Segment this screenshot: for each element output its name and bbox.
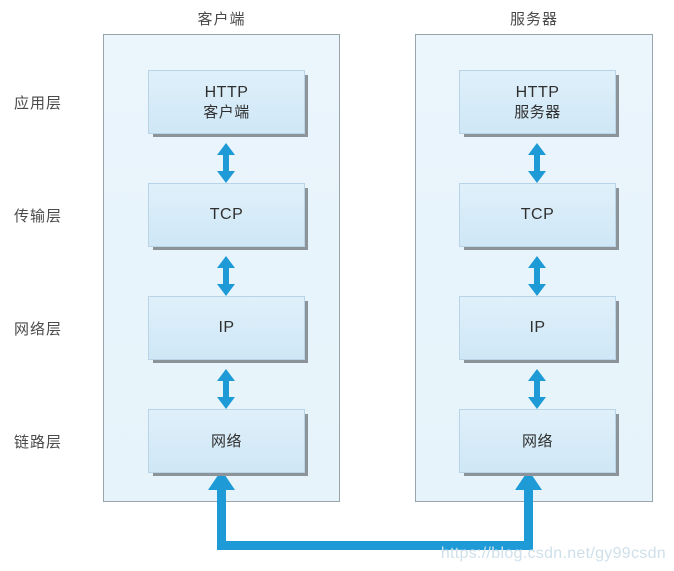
server-box-http-line1: HTTP (515, 83, 560, 101)
server-box-network[interactable]: 网络 (459, 409, 616, 473)
server-box-http-line2: 服务器 (514, 102, 561, 121)
server-box-tcp[interactable]: TCP (459, 183, 616, 247)
server-box-tcp-line1: TCP (520, 206, 555, 223)
client-arrow-network-link (215, 369, 237, 409)
client-box-network-line1: 网络 (210, 431, 242, 450)
client-box-tcp-line1: TCP (209, 206, 244, 223)
client-arrow-app-transport (215, 143, 237, 183)
client-arrow-transport-network (215, 256, 237, 296)
watermark-text: https://blog.csdn.net/gy99csdn (440, 545, 666, 562)
layer-label-network: 网络层 (14, 320, 63, 338)
server-arrow-transport-network (526, 256, 548, 296)
client-box-http[interactable]: HTTP 客户端 (148, 70, 305, 134)
layer-label-transport: 传输层 (14, 207, 63, 225)
layer-label-link: 链路层 (14, 433, 63, 451)
layer-label-application: 应用层 (14, 94, 63, 112)
client-box-tcp[interactable]: TCP (148, 183, 305, 247)
physical-link-connector (195, 470, 570, 560)
client-box-http-line2: 客户端 (203, 102, 250, 121)
server-column-title: 服务器 (509, 10, 558, 28)
client-box-ip-line1: IP (218, 319, 235, 336)
server-arrow-network-link (526, 369, 548, 409)
server-arrow-app-transport (526, 143, 548, 183)
client-box-http-line1: HTTP (204, 83, 249, 101)
server-box-ip-line1: IP (529, 319, 546, 336)
client-box-network[interactable]: 网络 (148, 409, 305, 473)
server-box-ip[interactable]: IP (459, 296, 616, 360)
server-box-http[interactable]: HTTP 服务器 (459, 70, 616, 134)
client-box-ip[interactable]: IP (148, 296, 305, 360)
server-box-network-line1: 网络 (521, 431, 553, 450)
client-column-title: 客户端 (197, 10, 246, 28)
